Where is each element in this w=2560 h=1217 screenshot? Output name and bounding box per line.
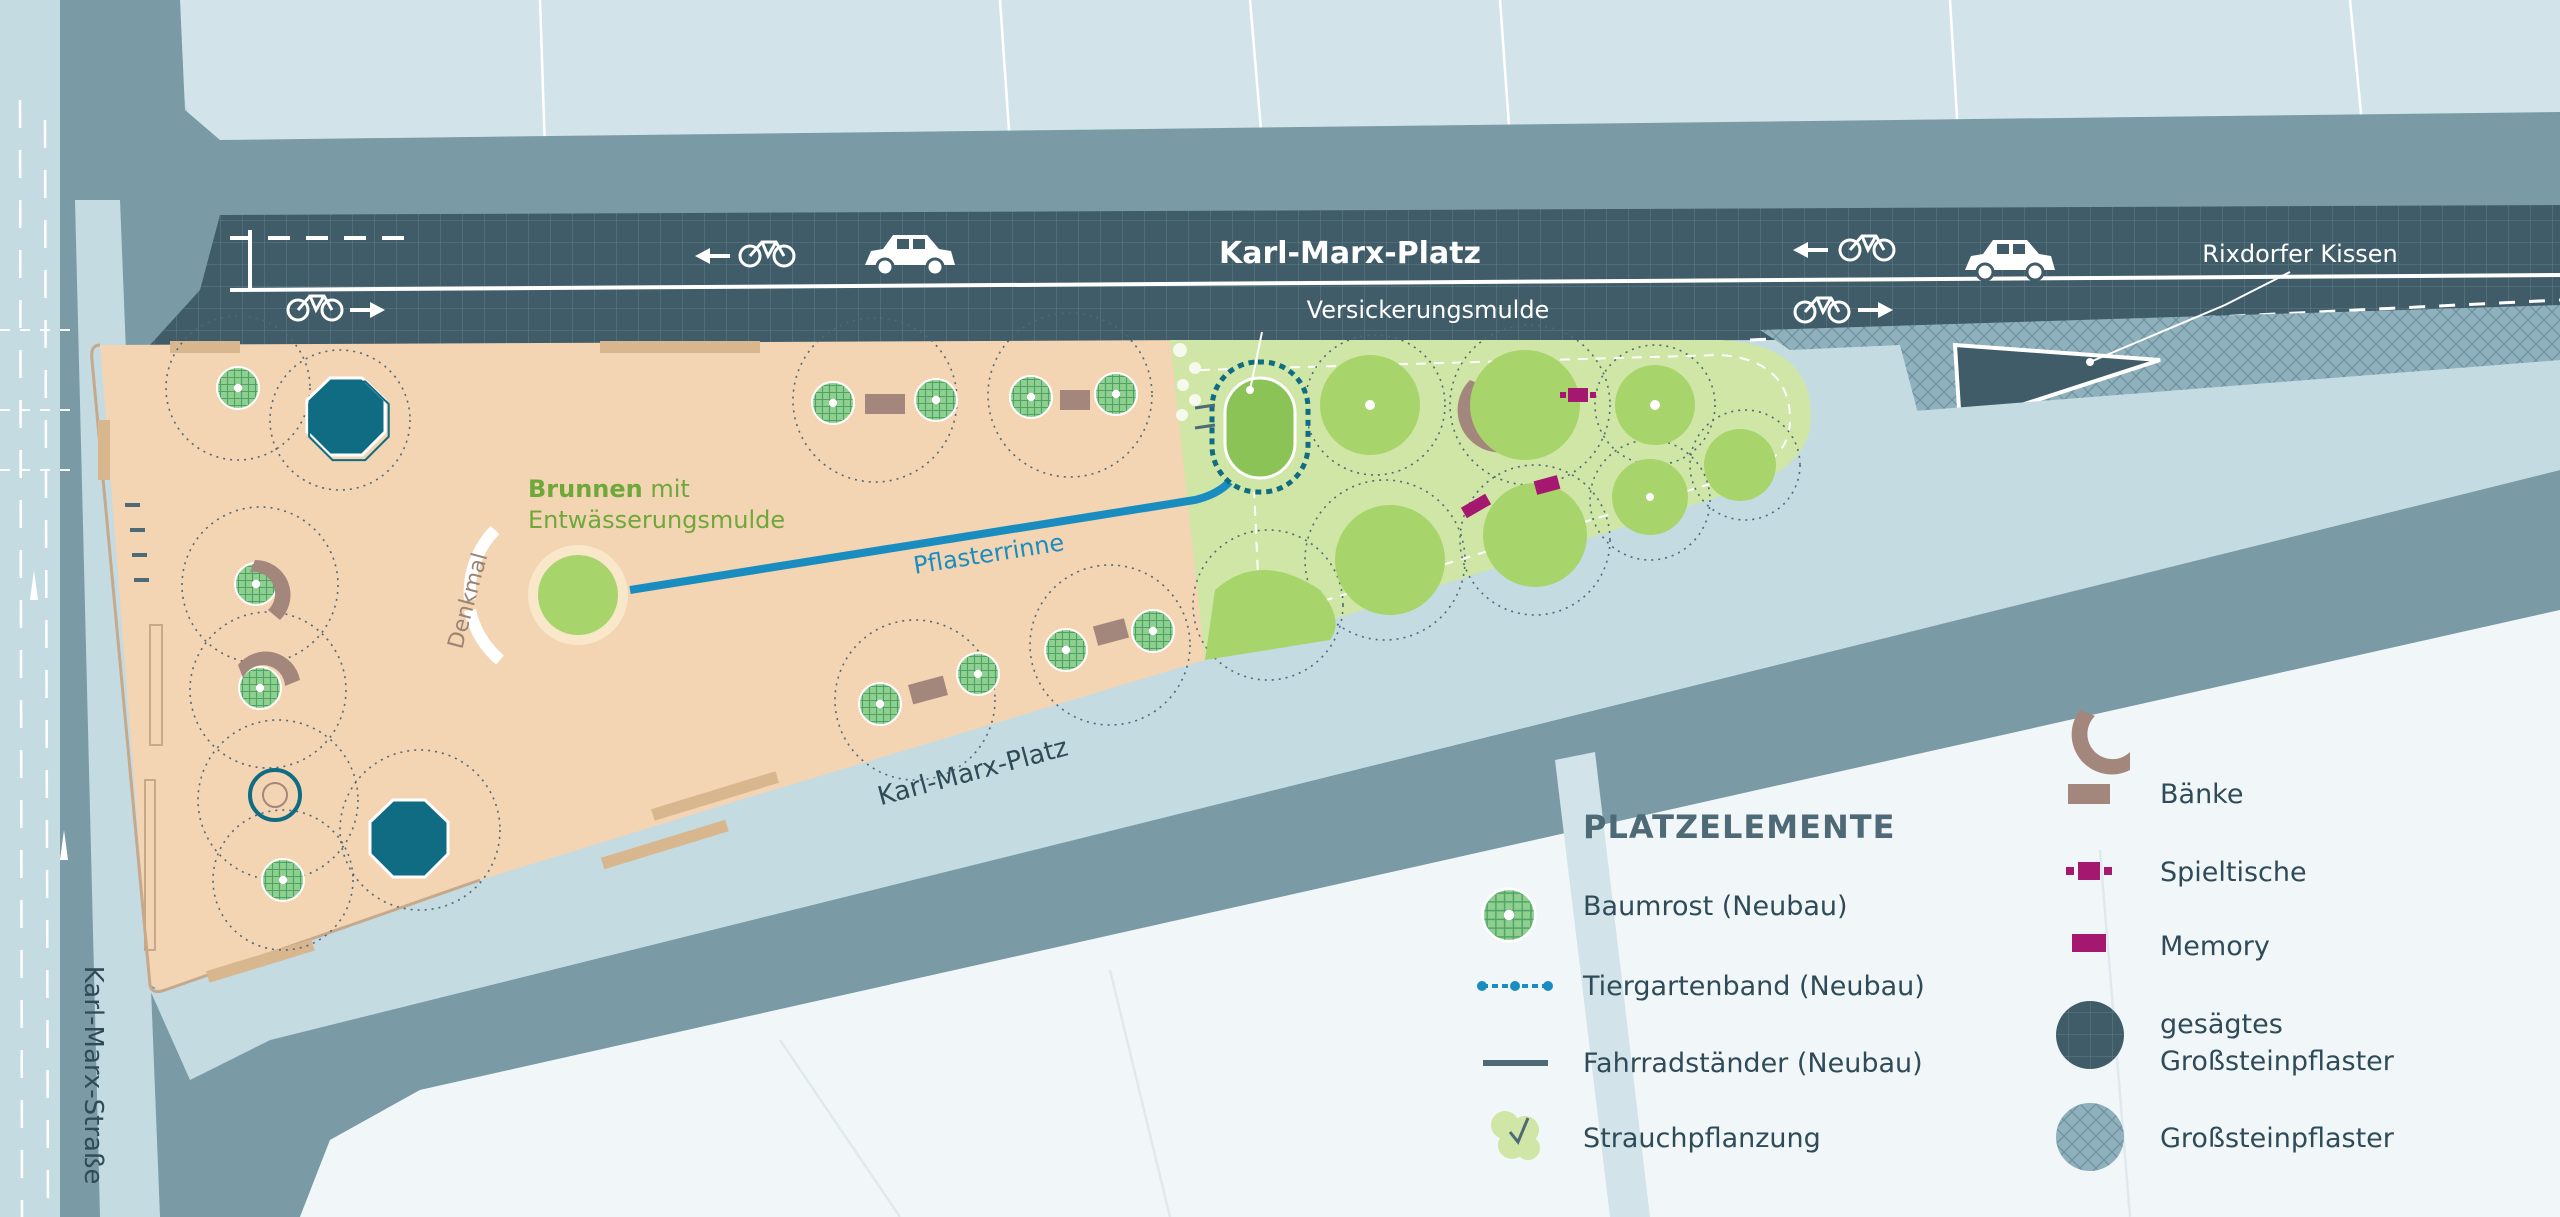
tiergarten-band-icon (1477, 981, 1553, 991)
infiltration-basin (1173, 331, 1311, 495)
shrub-icon (1491, 1111, 1540, 1160)
bike-rack-icon (1483, 1060, 1548, 1066)
game-table-icon (2066, 862, 2112, 880)
tree-grate-icon (1481, 887, 1537, 943)
legend-title: PLATZELEMENTE (1583, 808, 1895, 846)
bench-icon (1060, 390, 1090, 410)
legend-item-strauchpflanzung: Strauchpflanzung (1583, 1123, 1821, 1154)
brunnen-label: Brunnen mit (528, 475, 690, 503)
legend-item-gesaegtes: gesägtes (2160, 1009, 2283, 1040)
sawn-cobblestone-icon (2056, 1001, 2124, 1069)
bench-icon (865, 394, 905, 414)
versickerungsmulde-label: Versickerungsmulde (1307, 296, 1550, 324)
tree-grate-icon (913, 377, 959, 423)
left-street-label: Karl-Marx-Straße (78, 966, 108, 1185)
legend-item-grosssteinpflaster: Großsteinpflaster (2160, 1123, 2395, 1154)
bench-icon (238, 651, 300, 686)
bench-icon (2068, 710, 2130, 804)
water-features (248, 376, 450, 879)
legend-item-gesaegtes-line2: Großsteinpflaster (2160, 1046, 2395, 1077)
legend: PLATZELEMENTE Baumrost (Neubau) Tiergart… (1477, 710, 2395, 1171)
left-street-lanes (0, 0, 160, 1217)
tree-grate-icon (1043, 627, 1089, 673)
legend-item-baumrost: Baumrost (Neubau) (1583, 891, 1848, 922)
tree-canopies (165, 312, 1801, 951)
bicycle-icon (1793, 296, 1851, 324)
legend-item-baenke: Bänke (2160, 779, 2243, 810)
sidewalk-lower (150, 360, 2560, 1080)
game-tables (1460, 388, 1596, 519)
cobblestone-icon (2056, 1103, 2124, 1171)
lawn-centers (1365, 400, 1660, 501)
building-blocks-top (175, 0, 2560, 151)
bench-icon (250, 559, 291, 620)
rixdorfer-kissen-label: Rixdorfer Kissen (2202, 240, 2397, 268)
tree-grate-icon (260, 857, 306, 903)
tree-grate-icon (810, 380, 856, 426)
game-table-icon (1533, 475, 1561, 495)
bench-icon (1092, 618, 1130, 646)
bicycle-icon (286, 294, 344, 322)
legend-item-tiergartenband: Tiergartenband (Neubau) (1582, 971, 1925, 1002)
tree-grate-icon (955, 651, 1001, 697)
building-blocks-bottom (300, 610, 2560, 1217)
arrow-right-icon (1858, 302, 1893, 318)
legend-item-spieltische: Spieltische (2160, 857, 2307, 888)
tree-grate-icon (857, 681, 903, 727)
memory-icon (2072, 934, 2106, 952)
bicycle-icon (738, 240, 796, 268)
brunnen-label-line2: Entwässerungsmulde (528, 506, 785, 534)
memory-icon (1460, 493, 1492, 519)
tree-grate-icon (1093, 371, 1139, 417)
tree-grate-icon (1130, 608, 1176, 654)
brunnen-label-bold: Brunnen (528, 475, 643, 503)
arrow-right-icon (350, 302, 385, 318)
tree-grate-icon (1008, 374, 1054, 420)
tree-grate-icon (215, 365, 261, 411)
arrow-left-icon (1793, 242, 1828, 258)
bicycle-icon (1838, 234, 1896, 262)
brunnen-label-rest: mit (643, 475, 690, 503)
traffic-icons (286, 234, 2055, 324)
game-table-icon (1568, 388, 1588, 402)
legend-item-fahrradstaender: Fahrradständer (Neubau) (1583, 1048, 1923, 1079)
bench-icon (908, 675, 948, 705)
car-icon (865, 235, 955, 277)
legend-item-memory: Memory (2160, 931, 2270, 962)
arrow-left-icon (695, 248, 730, 264)
cobble-street-top (150, 205, 2560, 441)
top-street-label: Karl-Marx-Platz (1219, 236, 1481, 271)
car-icon (1965, 240, 2055, 282)
